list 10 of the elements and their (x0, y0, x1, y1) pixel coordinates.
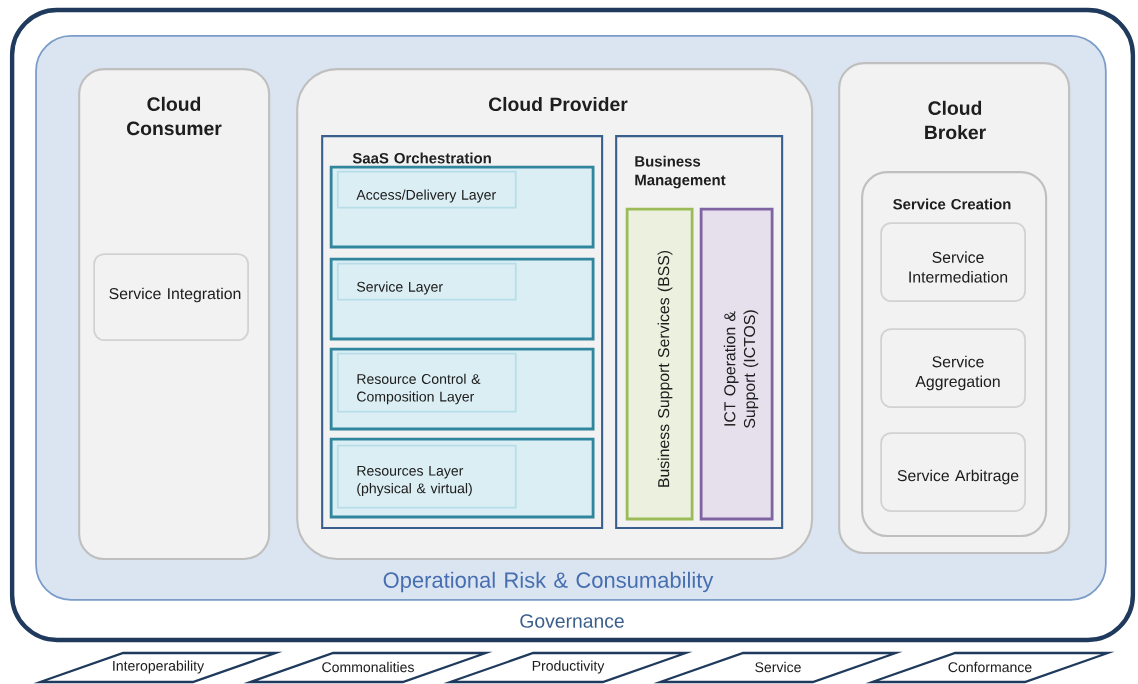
layer-label: Access/Delivery Layer (336, 170, 517, 209)
service-box: Service Integration (93, 253, 249, 341)
layer-label: Resource Control & Composition Layer (336, 352, 517, 413)
support-column: Business Support Services (BSS) (625, 207, 694, 521)
layer-label: Service Layer (336, 262, 517, 301)
service-box: Service Arbitrage (880, 432, 1026, 512)
service-box: Service Intermediation (880, 222, 1026, 302)
support-column: ICT Operation & Support (ICTOS) (699, 207, 774, 521)
service-box: Service Aggregation (880, 328, 1026, 408)
layer-label: Resources Layer (physical & virtual) (336, 444, 517, 509)
